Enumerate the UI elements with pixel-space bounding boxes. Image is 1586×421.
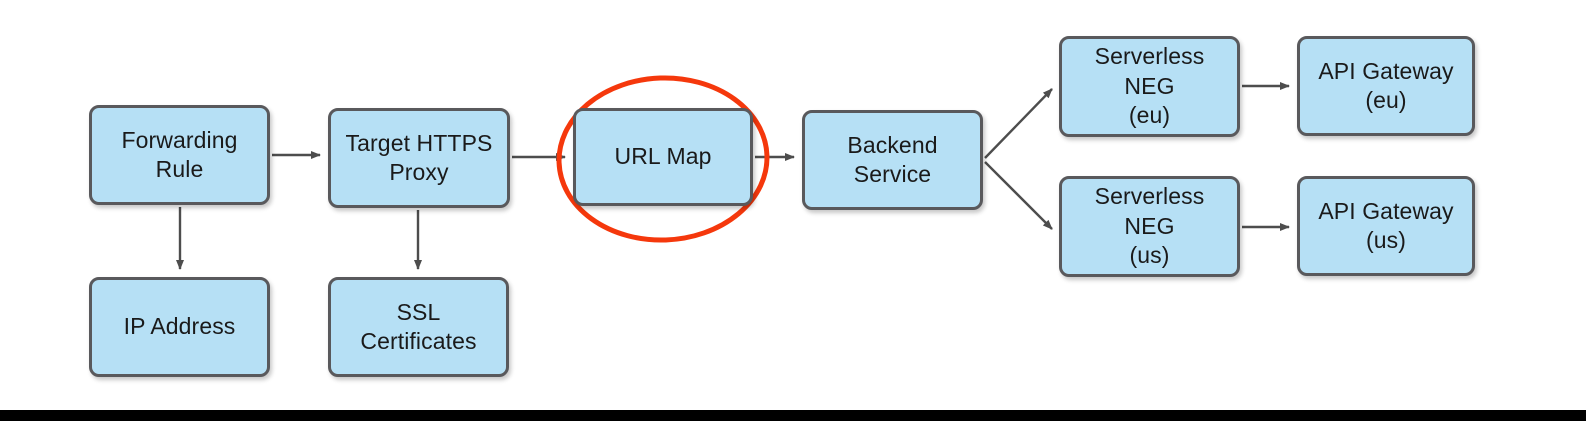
node-backend-service[interactable]: Backend Service [802,110,983,210]
edge-backend-to-neg-eu [984,88,1053,159]
url-map-highlight [556,75,770,243]
node-url-map[interactable]: URL Map [573,108,753,206]
node-label-serverless-neg-eu: Serverless NEG (eu) [1094,43,1205,129]
node-target-https-proxy[interactable]: Target HTTPS Proxy [328,108,510,208]
node-serverless-neg-eu[interactable]: Serverless NEG (eu) [1059,36,1240,137]
node-label-ip-address: IP Address [123,313,236,340]
node-api-gateway-eu[interactable]: API Gateway (eu) [1297,36,1475,136]
node-label-serverless-neg-us: Serverless NEG (us) [1094,183,1205,269]
node-serverless-neg-us[interactable]: Serverless NEG (us) [1059,176,1240,277]
edge-backend-to-neg-us [984,161,1053,230]
node-label-api-gateway-us: API Gateway (us) [1318,197,1454,253]
node-label-forwarding-rule: Forwarding Rule [121,126,238,182]
node-label-url-map: URL Map [614,143,712,170]
node-api-gateway-us[interactable]: API Gateway (us) [1297,176,1475,276]
node-forwarding-rule[interactable]: Forwarding Rule [89,105,270,205]
edges-group [176,82,1290,270]
node-label-backend-service: Backend Service [847,131,938,187]
node-ssl-certificates[interactable]: SSL Certificates [328,277,509,377]
annotations-group [556,75,770,243]
node-label-api-gateway-eu: API Gateway (eu) [1318,57,1454,113]
node-label-ssl-certificates: SSL Certificates [360,298,477,354]
bottom-black-bar [0,410,1586,421]
node-label-target-https-proxy: Target HTTPS Proxy [345,129,493,185]
node-ip-address[interactable]: IP Address [89,277,270,377]
